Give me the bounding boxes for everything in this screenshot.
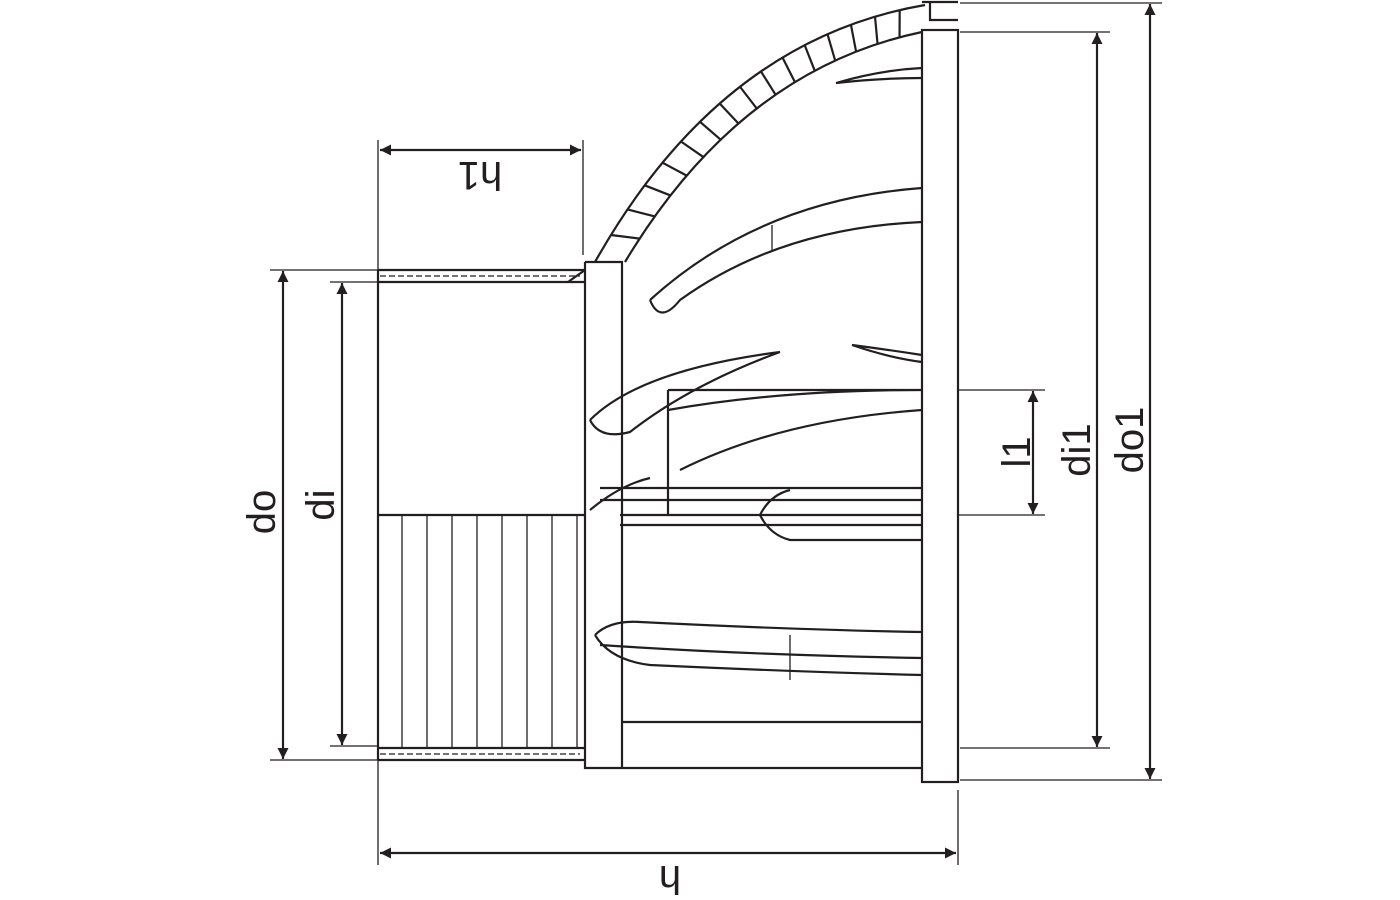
label-di1: di1 (1055, 423, 1099, 476)
shell-hatch (627, 208, 656, 218)
shell-hatch (699, 120, 722, 141)
shell-hatch (610, 233, 640, 240)
label-l1: l1 (995, 436, 1039, 467)
interior-vanes (589, 66, 923, 724)
shell-hatch (781, 57, 796, 83)
flange-plate (920, 28, 960, 784)
label-do1: do1 (1108, 407, 1152, 474)
shell-hatch (803, 44, 816, 72)
dimension-arrows (277, 4, 1156, 859)
shell-hatch (680, 140, 705, 158)
shell-hatch (718, 102, 740, 125)
shell-hatch (739, 86, 758, 110)
dome-shell (594, 0, 958, 263)
label-do: do (240, 490, 284, 535)
shell-hatch (644, 184, 671, 197)
extension-lines (270, 2, 1162, 865)
shell-hatch (849, 24, 858, 52)
shell-hatch (661, 161, 688, 177)
label-h: h (659, 857, 681, 900)
shell-hatch (760, 70, 777, 96)
label-h1: h1 (458, 153, 503, 197)
shell-hatch (826, 33, 837, 61)
label-di: di (299, 489, 343, 520)
collar (567, 260, 922, 770)
spigot-pipe (376, 268, 585, 762)
shell-hatch (873, 16, 879, 45)
